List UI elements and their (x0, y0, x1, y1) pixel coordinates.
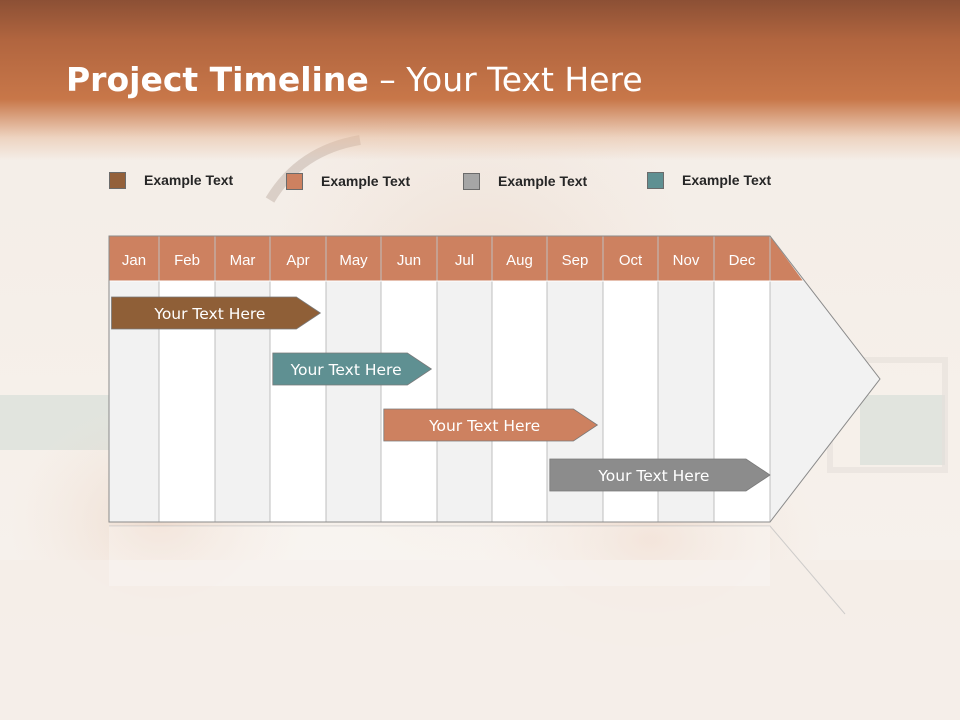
title-bold: Project Timeline (66, 60, 369, 99)
arrow-outline (108, 235, 881, 523)
month-label-nov: Nov (673, 252, 700, 269)
month-label-oct: Oct (619, 252, 643, 269)
month-column (492, 281, 547, 522)
month-label-apr: Apr (286, 252, 309, 269)
legend-label-3: Example Text (498, 173, 588, 189)
page-title: Project Timeline – Your Text Here (66, 60, 643, 99)
month-label-may: May (339, 252, 368, 269)
legend-label-4: Example Text (682, 172, 772, 188)
month-label-jul: Jul (455, 252, 474, 269)
legend-item-1: Example Text (109, 169, 233, 191)
month-column (381, 281, 437, 522)
task-label-2: Your Text Here (290, 361, 402, 379)
month-column (437, 281, 492, 522)
task-arrow-shape (383, 408, 599, 442)
task-label-4: Your Text Here (597, 467, 709, 485)
task-arrow-1: Your Text Here (111, 296, 322, 330)
reflection-fill (109, 526, 770, 586)
arrow-reflection (109, 525, 846, 615)
month-label-dec: Dec (729, 252, 756, 269)
legend-label-2: Example Text (321, 173, 411, 189)
task-arrow-2: Your Text Here (272, 352, 433, 386)
task-arrow-3: Your Text Here (383, 408, 599, 442)
task-arrow-shape (111, 296, 322, 330)
legend-swatch-1 (109, 171, 126, 189)
task-label-1: Your Text Here (153, 305, 265, 323)
header-band (0, 0, 960, 160)
month-label-feb: Feb (174, 252, 200, 269)
legend-label-1: Example Text (144, 172, 234, 188)
legend-swatch-3 (463, 172, 480, 190)
legend-item-4: Example Text (647, 169, 771, 191)
task-arrow-4: Your Text Here (549, 458, 771, 492)
task-arrow-shape (272, 352, 433, 386)
legend-item-2: Example Text (286, 170, 410, 192)
month-label-mar: Mar (230, 252, 256, 269)
legend-swatch-2 (286, 172, 303, 190)
legend-item-3: Example Text (463, 170, 587, 192)
task-label-3: Your Text Here (428, 417, 540, 435)
title-rest: – Your Text Here (368, 60, 643, 99)
task-arrow-shape (549, 458, 771, 492)
month-label-jan: Jan (122, 252, 146, 269)
month-header-strip (109, 236, 803, 281)
legend-swatch-4 (647, 171, 664, 189)
month-label-aug: Aug (506, 252, 533, 269)
month-column (326, 281, 381, 522)
month-label-sep: Sep (562, 252, 589, 269)
month-label-jun: Jun (397, 252, 421, 269)
